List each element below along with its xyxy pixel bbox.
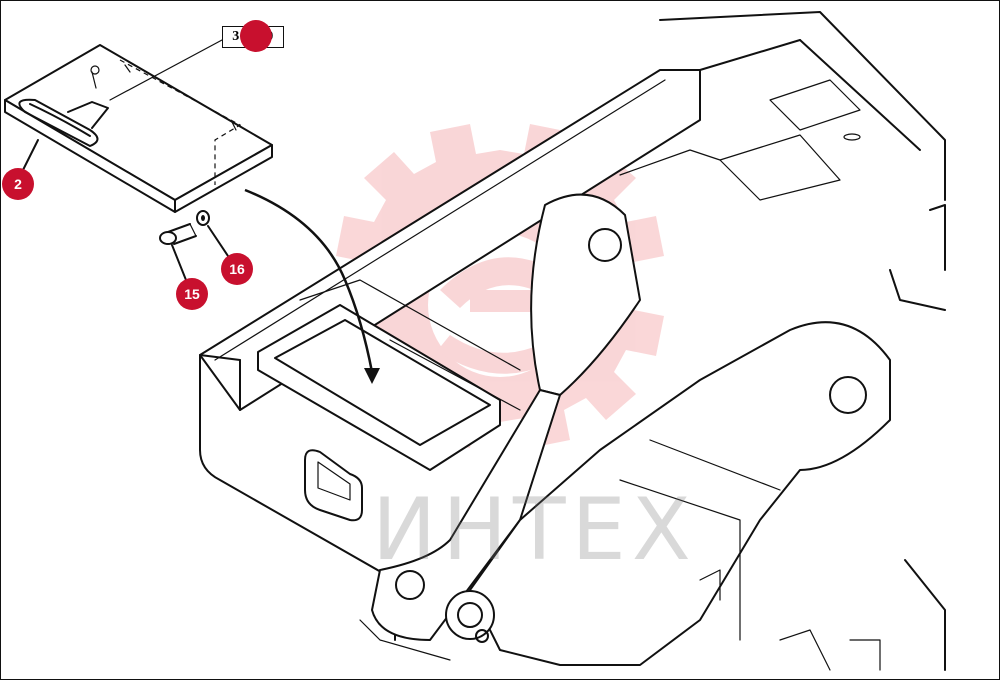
battery-cover — [4, 44, 273, 213]
battery-recess — [257, 279, 521, 471]
beam-side-opening — [304, 449, 363, 522]
lift-arm-assembly — [359, 193, 946, 671]
leader-ref — [109, 39, 223, 101]
callout-ref[interactable] — [240, 20, 272, 52]
washer-16 — [196, 210, 210, 226]
callout-2[interactable]: 2 — [2, 168, 34, 200]
callout-16[interactable]: 16 — [221, 253, 253, 285]
callout-15[interactable]: 15 — [176, 278, 208, 310]
install-arrow — [244, 188, 380, 384]
watermark-text: ИНТЕХ — [372, 480, 697, 580]
bolt-15 — [159, 223, 197, 245]
